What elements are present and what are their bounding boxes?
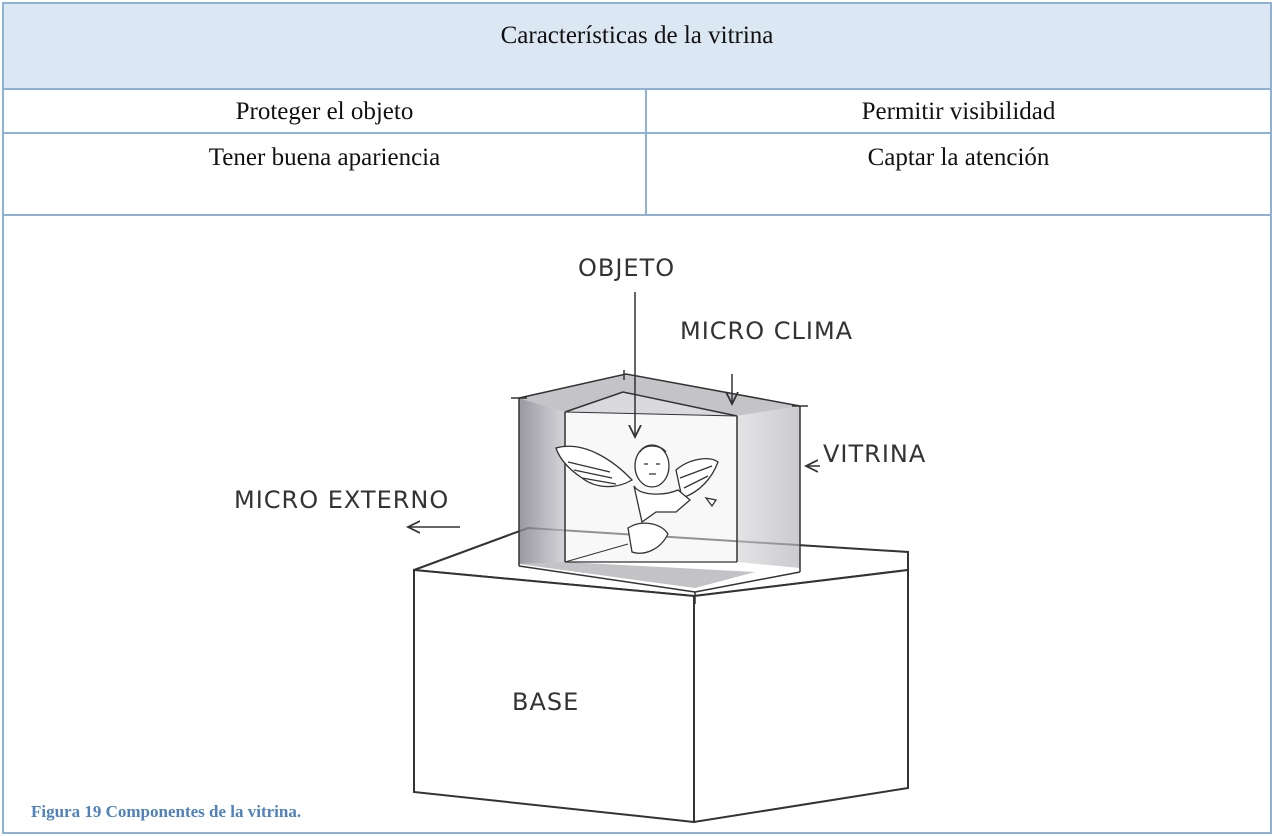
cell-text: Permitir visibilidad [861, 98, 1056, 125]
label-vitrina: VITRINA [823, 440, 926, 468]
figure-cell [2, 216, 1272, 834]
label-objeto: OBJETO [578, 254, 675, 282]
cell-text: Tener buena apariencia [208, 144, 441, 171]
table-title: Características de la vitrina [500, 22, 774, 49]
figure-caption: Figura 19 Componentes de la vitrina. [31, 802, 302, 821]
table-header: Características de la vitrina [2, 2, 1272, 90]
label-micro-externo: MICRO EXTERNO [234, 486, 449, 514]
angel-figure [555, 444, 719, 554]
label-base: BASE [512, 688, 579, 716]
cell-text: Proteger el objeto [235, 98, 414, 125]
table-cell: Captar la atención [645, 134, 1272, 216]
table-cell: Permitir visibilidad [645, 90, 1272, 134]
label-micro-clima: MICRO CLIMA [680, 317, 853, 345]
cell-text: Captar la atención [867, 144, 1050, 171]
table-cell: Proteger el objeto [2, 90, 647, 134]
label-arrows [408, 292, 820, 527]
